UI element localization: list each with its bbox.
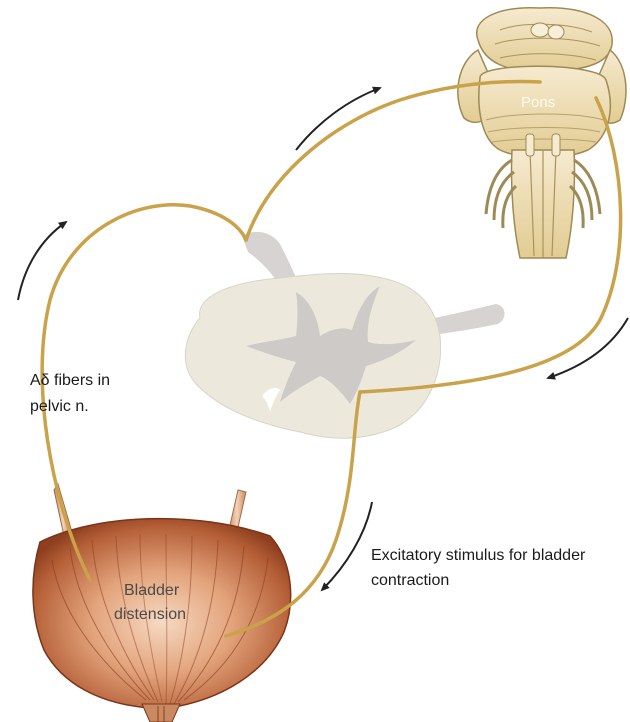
bladder-label-line2: distension (114, 606, 186, 623)
arrow-to-bladder (322, 502, 372, 590)
arrow-from-pons (548, 318, 628, 378)
bladder-illustration (33, 484, 291, 722)
brainstem-illustration (458, 8, 626, 258)
efferent-label-line1: Excitatory stimulus for bladder (371, 547, 586, 564)
afferent-label-line1: Aδ fibers in (30, 372, 110, 389)
arrow-up-left (18, 222, 66, 300)
arrow-to-pons (296, 88, 380, 150)
afferent-label-line2: pelvic n. (30, 398, 89, 415)
bladder-label-line1: Bladder (124, 582, 180, 599)
spinal-cord-cross-section (185, 232, 504, 438)
pons-label: Pons (521, 94, 555, 111)
efferent-label-line2: contraction (371, 572, 449, 589)
